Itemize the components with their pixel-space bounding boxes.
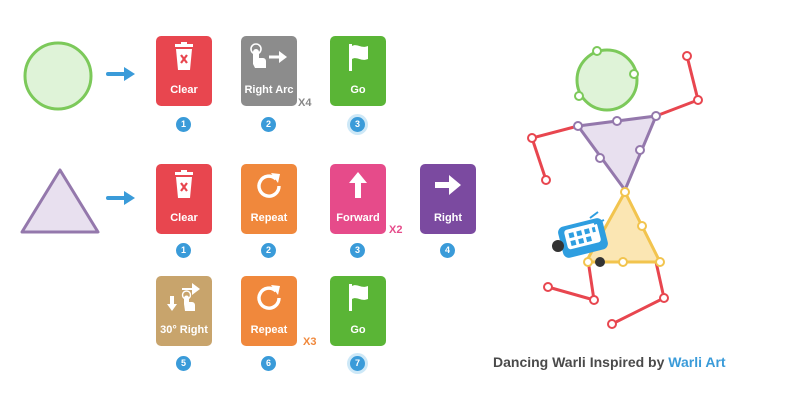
forward-card[interactable]: Forward (330, 164, 386, 234)
card-label: Clear (170, 212, 198, 224)
trash-icon (156, 42, 212, 76)
caption: Dancing Warli Inspired by Warli Art (493, 354, 726, 370)
go-card[interactable]: Go (330, 36, 386, 106)
step-badge: 2 (261, 243, 276, 258)
repeat-card[interactable]: Repeat (241, 276, 297, 346)
turn-icon (156, 282, 212, 316)
repeat-icon (241, 170, 297, 204)
card-label: Forward (336, 212, 380, 224)
step-badge: 3 (350, 243, 365, 258)
card-label: 30° Right (160, 324, 208, 336)
caption-prefix: Dancing Warli Inspired by (493, 354, 669, 370)
up-arrow-icon (330, 170, 386, 204)
thirty-right-card[interactable]: 30° Right (156, 276, 212, 346)
circle-shape (23, 41, 93, 111)
step-badge: 1 (176, 117, 191, 132)
clear-card[interactable]: Clear (156, 36, 212, 106)
card-label: Right Arc (244, 84, 294, 96)
repeat-card[interactable]: Repeat (241, 164, 297, 234)
step-badge: 4 (440, 243, 455, 258)
step-badge: 7 (350, 356, 365, 371)
step-badge: 1 (176, 243, 191, 258)
right-arrow-icon (420, 170, 476, 204)
card-label: Right (433, 212, 463, 224)
go-card[interactable]: Go (330, 276, 386, 346)
clear-card[interactable]: Clear (156, 164, 212, 234)
card-label: Repeat (250, 212, 288, 224)
robot-icon (552, 211, 608, 267)
multiplier-x4: X4 (298, 97, 312, 109)
step-badge: 3 (350, 117, 365, 132)
arrow-icon (106, 191, 135, 205)
multiplier-x2: X2 (389, 224, 403, 236)
right-arc-card[interactable]: Right Arc (241, 36, 297, 106)
step-badge: 5 (176, 356, 191, 371)
step-badge: 2 (261, 117, 276, 132)
torso (576, 114, 658, 192)
multiplier-x3: X3 (303, 336, 317, 348)
caption-accent: Warli Art (668, 354, 726, 370)
warli-figure (527, 46, 703, 329)
step-badge: 6 (261, 356, 276, 371)
arrow-icon (106, 67, 135, 81)
hand-arrow-icon (241, 42, 297, 76)
trash-icon (156, 170, 212, 204)
card-label: Clear (170, 84, 198, 96)
triangle-shape (20, 168, 100, 234)
head (575, 48, 639, 112)
repeat-icon (241, 282, 297, 316)
flag-icon (330, 282, 386, 316)
card-label: Go (350, 324, 366, 336)
joints (527, 46, 703, 329)
card-label: Go (350, 84, 366, 96)
card-label: Repeat (250, 324, 288, 336)
flag-icon (330, 42, 386, 76)
right-card[interactable]: Right (420, 164, 476, 234)
